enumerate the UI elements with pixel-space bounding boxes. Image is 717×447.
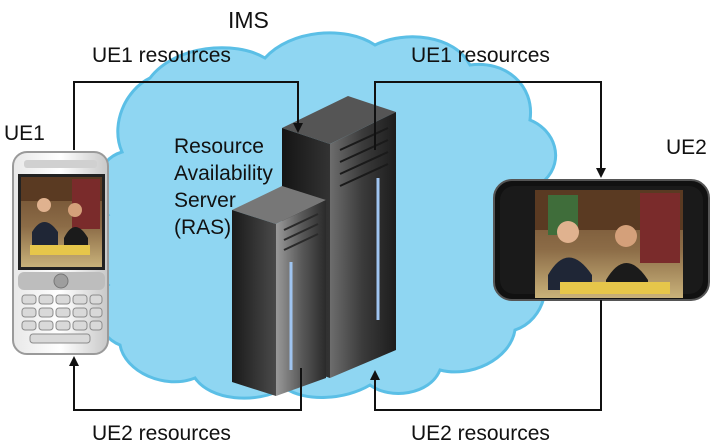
ue2-label: UE2	[666, 136, 707, 159]
ras-label: Resource Availability Server (RAS)	[174, 133, 273, 241]
arrow-ras-to-ue2	[374, 81, 606, 178]
flow-label-bottom-right: UE2 resources	[411, 422, 550, 445]
arrow-ue2-to-ras	[370, 300, 602, 411]
ims-label: IMS	[228, 7, 269, 33]
ras-line: (RAS)	[174, 216, 232, 239]
flow-label-bottom-left: UE2 resources	[92, 422, 231, 445]
ras-line: Resource	[174, 135, 264, 158]
ue1-label: UE1	[4, 122, 45, 145]
ras-line: Server	[174, 189, 236, 212]
ras-line: Availability	[174, 162, 273, 185]
arrow-ue1-to-ras	[73, 81, 303, 150]
server-tower-small	[232, 186, 326, 396]
ue2-phone	[493, 179, 710, 301]
flow-arrows	[69, 81, 606, 411]
flow-label-top-right: UE1 resources	[411, 44, 550, 67]
ue1-phone	[12, 151, 109, 355]
arrow-ras-to-ue1	[69, 356, 302, 411]
flow-label-top-left: UE1 resources	[92, 44, 231, 67]
